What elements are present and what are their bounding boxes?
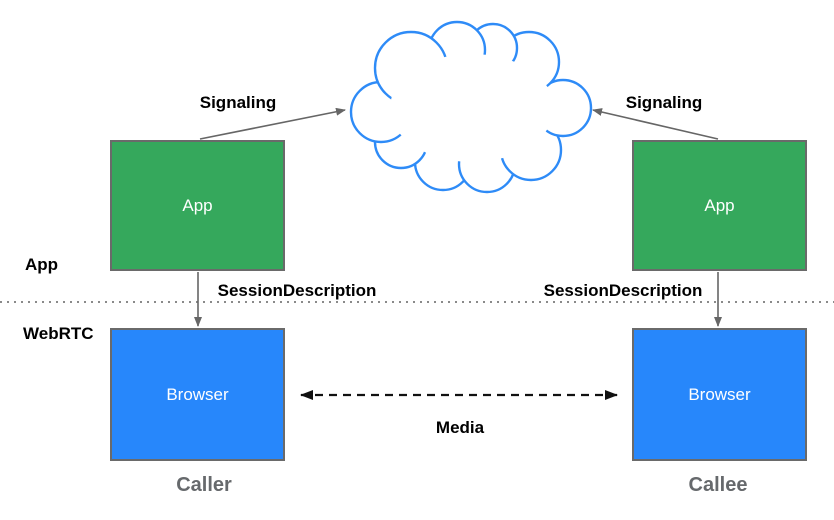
layer-label-app: App — [25, 255, 59, 274]
node-browser-callee-label: Browser — [688, 384, 751, 404]
media-label: Media — [435, 418, 485, 437]
session-label-left: SessionDescription — [214, 281, 380, 301]
signaling-label-right: Signaling — [625, 93, 703, 112]
node-app-caller: App — [110, 140, 285, 271]
node-browser-callee: Browser — [632, 328, 807, 461]
node-app-caller-label: App — [182, 195, 213, 215]
signaling-cloud — [349, 20, 593, 194]
node-app-callee: App — [632, 140, 807, 271]
node-browser-caller: Browser — [110, 328, 285, 461]
signaling-label-left: Signaling — [199, 93, 277, 112]
session-label-right: SessionDescription — [540, 281, 706, 301]
endpoint-label-caller: Caller — [176, 474, 232, 496]
layer-label-webrtc: WebRTC — [23, 324, 94, 343]
endpoint-label-callee: Callee — [688, 474, 748, 496]
node-browser-caller-label: Browser — [166, 384, 229, 404]
signaling-arrow-right — [592, 108, 719, 140]
node-app-callee-label: App — [704, 195, 735, 215]
signaling-arrow-left — [199, 107, 346, 140]
